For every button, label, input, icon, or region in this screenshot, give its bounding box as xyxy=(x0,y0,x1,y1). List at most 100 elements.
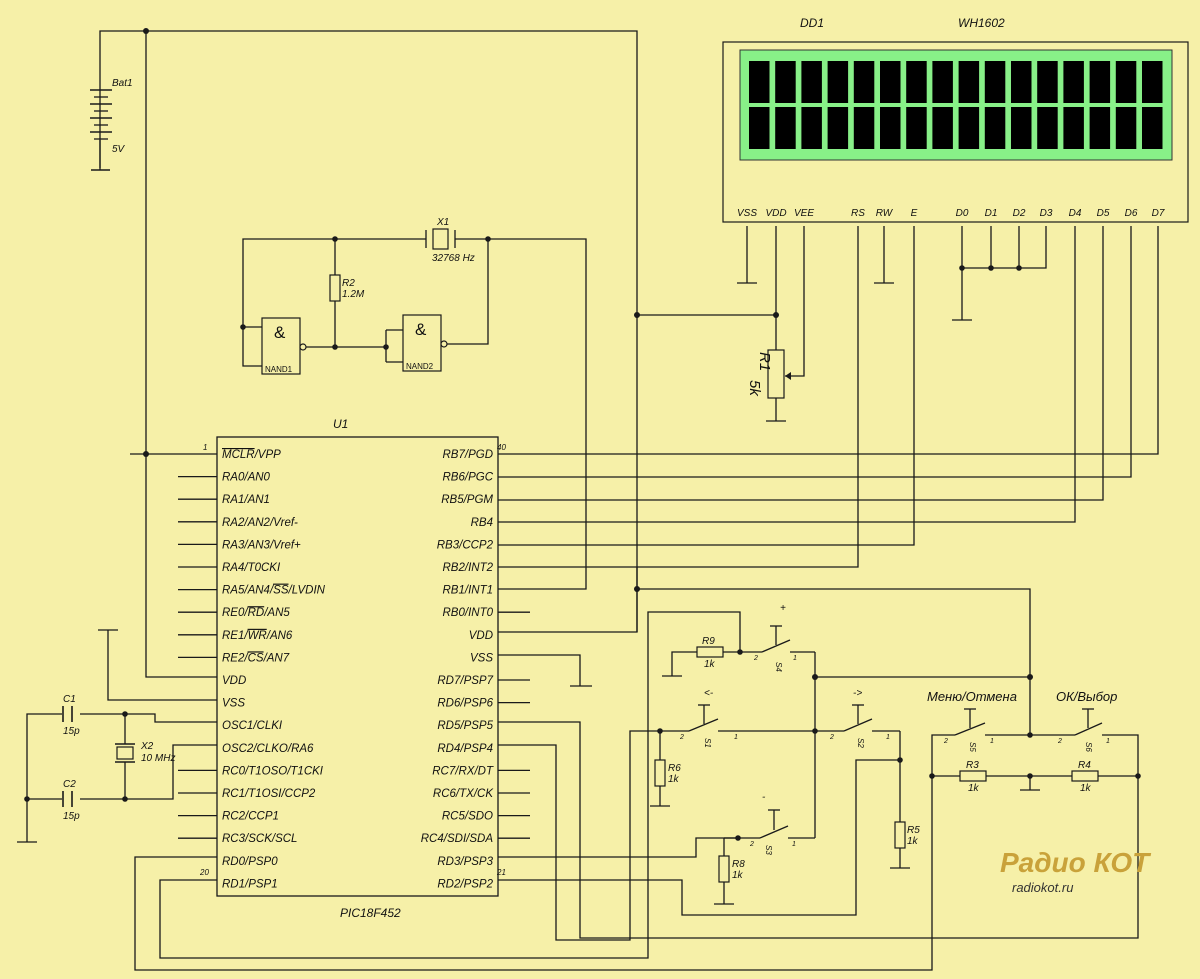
mcu-pin-rd5-psp5: RD5/PSP5 xyxy=(437,720,493,732)
mcu-pin-rd7-psp7: RD7/PSP7 xyxy=(437,675,493,687)
r8-value: 1k xyxy=(732,870,744,881)
r4-value: 1k xyxy=(1080,783,1092,794)
pin-20-num: 20 xyxy=(199,868,209,877)
mcu-pin-rb5-pgm: RB5/PGM xyxy=(441,494,493,506)
mcu-pin-rd2-psp2: RD2/PSP2 xyxy=(437,878,493,890)
lcd-pin-d4: D4 xyxy=(1069,208,1082,219)
mcu-pin-ra0-an0: RA0/AN0 xyxy=(222,472,271,484)
mcu-pin-rb6-pgc: RB6/PGC xyxy=(443,472,494,484)
lcd-char-cell xyxy=(1115,107,1137,149)
s3-pin-b: 1 xyxy=(792,841,796,848)
mcu-pin-re0-rd-an5: RE0/RD/AN5 xyxy=(222,607,290,619)
lcd-char-cell xyxy=(932,107,953,149)
s4-pin-a: 2 xyxy=(753,655,758,662)
mcu-pin-osc2-clko-ra6: OSC2/CLKO/RA6 xyxy=(222,743,314,755)
lcd-char-cell xyxy=(1115,61,1137,103)
lcd-char-cell xyxy=(1142,61,1163,103)
lcd-char-cell xyxy=(801,107,822,149)
mcu-pin-rc2-ccp1: RC2/CCP1 xyxy=(222,811,279,823)
mcu-pin-rd0-psp0: RD0/PSP0 xyxy=(222,856,278,868)
s1-label: <- xyxy=(704,688,714,699)
c2-value: 15p xyxy=(63,811,80,822)
lcd-char-cell xyxy=(932,61,953,103)
logo-title: Радио КОТ xyxy=(1000,847,1152,878)
lcd-pin-vdd: VDD xyxy=(765,208,786,219)
buttons-network: + S4 2 1 R9 1k <- S1 2 1 R6 1k - xyxy=(134,603,1141,971)
nand1-ref: NAND1 xyxy=(265,365,293,374)
mcu-pin-rd4-psp4: RD4/PSP4 xyxy=(437,743,493,755)
s5-label: Меню/Отмена xyxy=(927,689,1017,704)
mcu-pin-vdd: VDD xyxy=(469,630,493,642)
s5-ref: S5 xyxy=(968,742,977,752)
c1-value: 15p xyxy=(63,726,80,737)
s1-pin-b: 1 xyxy=(734,734,738,741)
lcd-char-cell xyxy=(775,107,796,149)
mcu-pin-rd1-psp1: RD1/PSP1 xyxy=(222,878,278,890)
mcu-ref: U1 xyxy=(333,417,348,431)
nand1-symbol: & xyxy=(274,323,286,342)
mcu-pin-rc1-t1osi-ccp2: RC1/T1OSI/CCP2 xyxy=(222,788,316,800)
s2-pin-b: 1 xyxy=(886,734,890,741)
r9-ref: R9 xyxy=(702,636,715,647)
lcd-char-cell xyxy=(1063,61,1084,103)
mcu-pin-mclr-vpp: MCLR/VPP xyxy=(222,449,281,461)
lcd-char-cell xyxy=(958,107,980,149)
r2-value: 1.2M xyxy=(342,289,365,300)
mcu-pin-rb4: RB4 xyxy=(471,517,493,529)
pin-40-num: 40 xyxy=(497,443,506,452)
lcd-pin-d1: D1 xyxy=(985,208,998,219)
lcd-char-cell xyxy=(1063,107,1084,149)
s3-label: - xyxy=(762,792,766,803)
r6-value: 1k xyxy=(668,774,680,785)
mcu-pin-rd6-psp6: RD6/PSP6 xyxy=(437,698,493,710)
lcd-wiring xyxy=(498,226,1159,568)
lcd-char-cell xyxy=(749,107,770,149)
s2-label: -> xyxy=(853,688,862,699)
lcd-pin-d5: D5 xyxy=(1097,208,1110,219)
c2-ref: C2 xyxy=(63,779,76,790)
mcu-pin-vss: VSS xyxy=(470,652,493,664)
lcd-pin-d2: D2 xyxy=(1013,208,1026,219)
mcu-pin-ra4-t0cki: RA4/T0CKI xyxy=(222,562,281,574)
r3-value: 1k xyxy=(968,783,980,794)
lcd-pin-rw: RW xyxy=(876,208,894,219)
lcd-pin-d6: D6 xyxy=(1125,208,1138,219)
x1-ref: X1 xyxy=(436,217,449,228)
lcd-pin-d3: D3 xyxy=(1040,208,1053,219)
r6-ref: R6 xyxy=(668,763,681,774)
lcd-char-cell xyxy=(1142,107,1163,149)
s3-pin-a: 2 xyxy=(749,841,754,848)
mcu-pin-rb3-ccp2: RB3/CCP2 xyxy=(437,539,494,551)
s4-label: + xyxy=(780,603,786,614)
mcu-pin-rc4-sdi-sda: RC4/SDI/SDA xyxy=(421,833,494,845)
s3-ref: S3 xyxy=(764,845,773,855)
bat1-value: 5V xyxy=(112,144,126,155)
mcu-pin-ra5-an4-ss-lvdin: RA5/AN4/SS/LVDIN xyxy=(222,585,326,597)
lcd-pin-e: E xyxy=(911,208,918,219)
lcd-char-cell xyxy=(1037,107,1058,149)
mcu-pin-ra3-an3-vref-: RA3/AN3/Vref+ xyxy=(222,539,301,551)
mcu-pin-re2-cs-an7: RE2/CS/AN7 xyxy=(222,652,290,664)
mcu-pin-rb1-int1: RB1/INT1 xyxy=(443,585,494,597)
s4-pin-b: 1 xyxy=(793,655,797,662)
c1-ref: C1 xyxy=(63,694,76,705)
lcd-char-cell xyxy=(880,61,901,103)
lcd-char-cell xyxy=(880,107,901,149)
lcd-char-cell xyxy=(775,61,796,103)
s2-ref: S2 xyxy=(856,738,865,748)
x2-ref: X2 xyxy=(140,741,154,752)
nand2-ref: NAND2 xyxy=(406,362,434,371)
r1-ref: R1 xyxy=(756,352,773,371)
r5-value: 1k xyxy=(907,836,919,847)
nand2-symbol: & xyxy=(415,320,427,339)
lcd-char-cell xyxy=(853,107,875,149)
r8-ref: R8 xyxy=(732,859,745,870)
clock-oscillator: X1 32768 Hz R2 1.2M & NAND1 & NAND2 xyxy=(240,217,587,590)
mcu-pin-vdd: VDD xyxy=(222,675,246,687)
s5-pin-a: 2 xyxy=(943,738,948,745)
lcd-char-cell xyxy=(906,107,927,149)
resistor-r1: R1 5k xyxy=(746,349,791,422)
s4-ref: S4 xyxy=(774,662,783,672)
